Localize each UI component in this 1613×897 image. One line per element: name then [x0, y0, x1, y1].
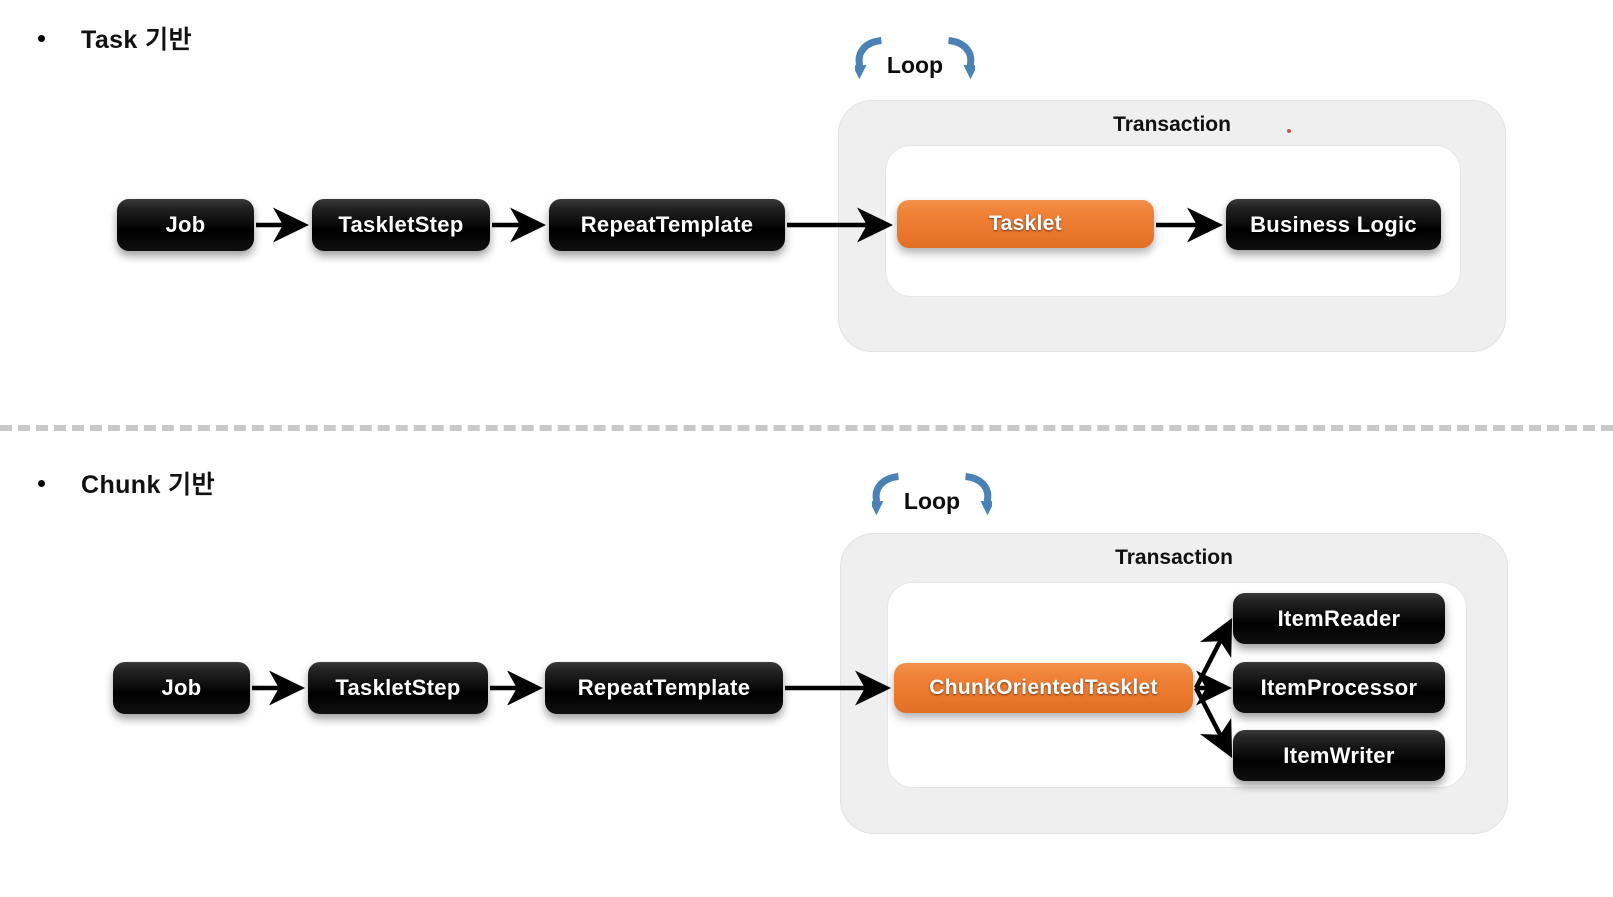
node-tasklet-step-task[interactable]: TaskletStep — [312, 199, 490, 251]
bullet-dot-icon — [38, 34, 45, 42]
node-item-reader[interactable]: ItemReader — [1233, 593, 1445, 644]
section-heading-task-based: Task 기반 — [38, 20, 192, 56]
node-label: Tasklet — [989, 212, 1062, 235]
node-label: TaskletStep — [338, 212, 464, 237]
section-heading-label: Task 기반 — [81, 26, 192, 54]
loop-arrow-right-icon — [965, 473, 992, 516]
node-label: Job — [165, 212, 206, 237]
node-label: ItemWriter — [1283, 742, 1395, 768]
node-chunk-oriented-tasklet[interactable]: ChunkOrientedTasklet — [894, 663, 1193, 713]
node-job-chunk[interactable]: Job — [113, 662, 250, 714]
transaction-label: Transaction — [1115, 546, 1233, 569]
node-label: Job — [161, 675, 202, 700]
node-tasklet-step-chunk[interactable]: TaskletStep — [308, 662, 488, 714]
section-heading-chunk-based: Chunk 기반 — [38, 465, 215, 501]
red-speck-artifact — [1287, 129, 1291, 133]
node-label: RepeatTemplate — [580, 212, 754, 237]
node-repeat-template-task[interactable]: RepeatTemplate — [549, 199, 785, 251]
node-tasklet[interactable]: Tasklet — [897, 200, 1154, 248]
bullet-dot-icon — [38, 479, 45, 487]
loop-indicator-chunk: Loop — [872, 466, 992, 524]
node-label: TaskletStep — [335, 675, 461, 700]
section-divider — [0, 425, 1613, 431]
section-heading-label: Chunk 기반 — [81, 471, 215, 499]
loop-label: Loop — [903, 487, 961, 514]
loop-indicator-task: Loop — [855, 30, 975, 88]
node-business-logic[interactable]: Business Logic — [1226, 199, 1441, 250]
loop-arrow-right-icon — [948, 37, 975, 80]
transaction-label: Transaction — [1113, 113, 1231, 136]
node-job-task[interactable]: Job — [117, 199, 254, 251]
node-label: ChunkOrientedTasklet — [929, 676, 1158, 699]
node-label: ItemReader — [1277, 605, 1401, 631]
node-label: Business Logic — [1250, 211, 1417, 237]
loop-arrow-left-icon — [855, 37, 882, 80]
node-item-writer[interactable]: ItemWriter — [1233, 730, 1445, 781]
node-item-processor[interactable]: ItemProcessor — [1233, 662, 1445, 713]
node-repeat-template-chunk[interactable]: RepeatTemplate — [545, 662, 783, 714]
node-label: RepeatTemplate — [577, 675, 751, 700]
node-label: ItemProcessor — [1260, 674, 1418, 700]
loop-arrow-left-icon — [872, 473, 899, 516]
loop-label: Loop — [886, 51, 944, 78]
